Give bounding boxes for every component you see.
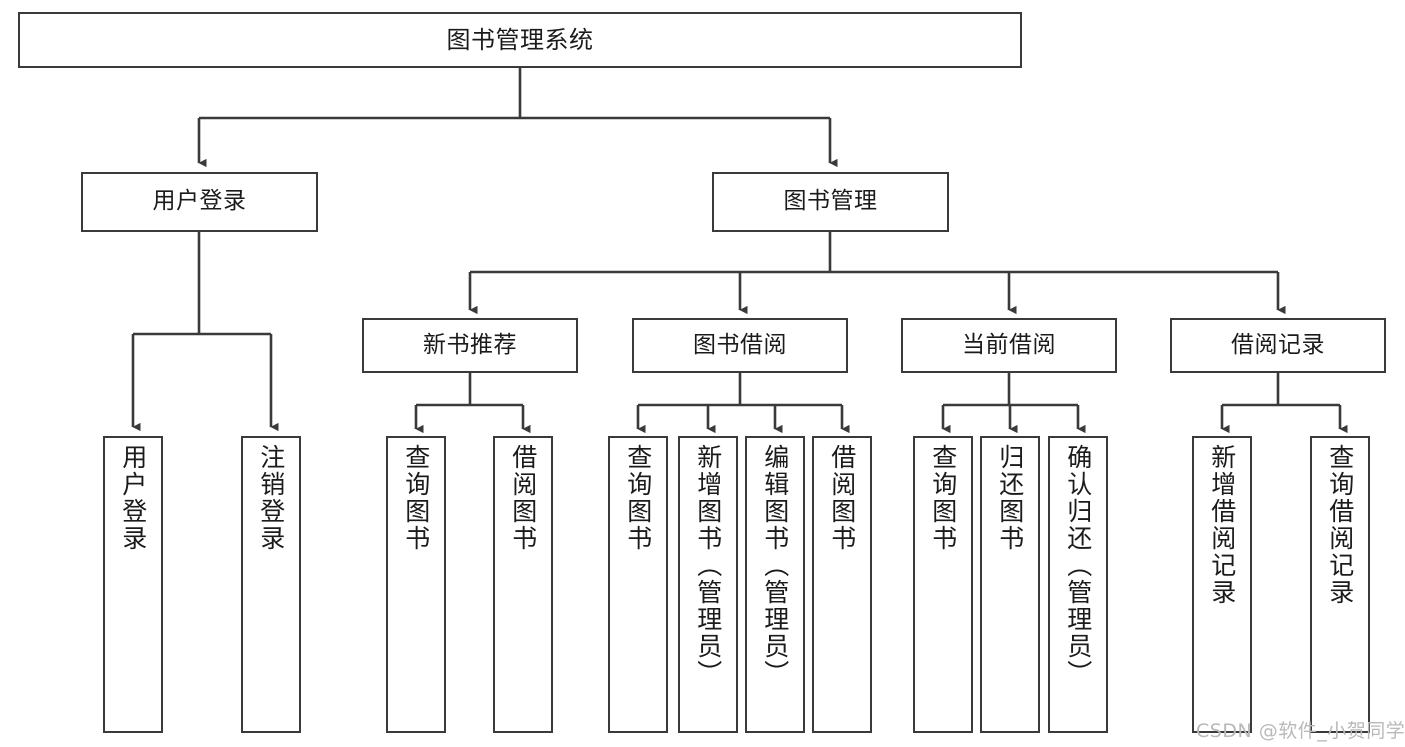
node-leaf-edit-book-admin[interactable]: 编辑图书（管理员） [745,436,805,733]
node-label: 查询图书 [401,444,431,552]
node-label: 查询图书 [623,444,653,552]
node-leaf-query-borrow-record[interactable]: 查询借阅记录 [1310,436,1370,733]
node-label: 图书借阅 [693,331,787,358]
node-leaf-query-book-new[interactable]: 查询图书 [386,436,446,733]
node-user-login[interactable]: 用户登录 [81,172,318,232]
node-leaf-confirm-return-admin[interactable]: 确认归还（管理员） [1048,436,1108,733]
node-leaf-logout[interactable]: 注销登录 [241,436,301,733]
node-leaf-borrow-book-borrow[interactable]: 借阅图书 [812,436,872,733]
node-label: 当前借阅 [962,331,1056,358]
node-leaf-add-borrow-record[interactable]: 新增借阅记录 [1192,436,1252,733]
node-book-management[interactable]: 图书管理 [712,172,949,232]
node-leaf-query-book-borrow[interactable]: 查询图书 [608,436,668,733]
node-leaf-borrow-book-new[interactable]: 借阅图书 [493,436,553,733]
node-borrowing-record[interactable]: 借阅记录 [1170,318,1386,373]
node-current-borrowing[interactable]: 当前借阅 [901,318,1117,373]
node-label: 借阅图书 [508,444,538,552]
node-label: 注销登录 [256,444,286,552]
node-label: 查询借阅记录 [1325,444,1355,606]
node-label: 查询图书 [928,444,958,552]
node-leaf-return-book[interactable]: 归还图书 [980,436,1040,733]
node-book-borrowing[interactable]: 图书借阅 [632,318,848,373]
node-label: 用户登录 [152,188,247,215]
node-label: 图书管理系统 [446,25,594,54]
node-label: 借阅图书 [827,444,857,552]
node-root-book-management-system[interactable]: 图书管理系统 [18,12,1022,68]
node-new-book-recommendation[interactable]: 新书推荐 [362,318,578,373]
node-label: 借阅记录 [1231,331,1325,358]
node-label: 确认归还（管理员） [1063,444,1093,687]
node-label: 编辑图书（管理员） [760,444,790,687]
node-label: 图书管理 [783,188,878,215]
node-label: 归还图书 [995,444,1025,552]
node-label: 新增借阅记录 [1207,444,1237,606]
node-leaf-add-book-admin[interactable]: 新增图书（管理员） [678,436,738,733]
node-label: 新书推荐 [423,331,517,358]
node-leaf-query-book-current[interactable]: 查询图书 [913,436,973,733]
node-label: 用户登录 [118,444,148,552]
watermark-text: CSDN @软件_小贺同学 [1196,720,1405,742]
node-label: 新增图书（管理员） [693,444,723,687]
node-leaf-user-login[interactable]: 用户登录 [103,436,163,733]
